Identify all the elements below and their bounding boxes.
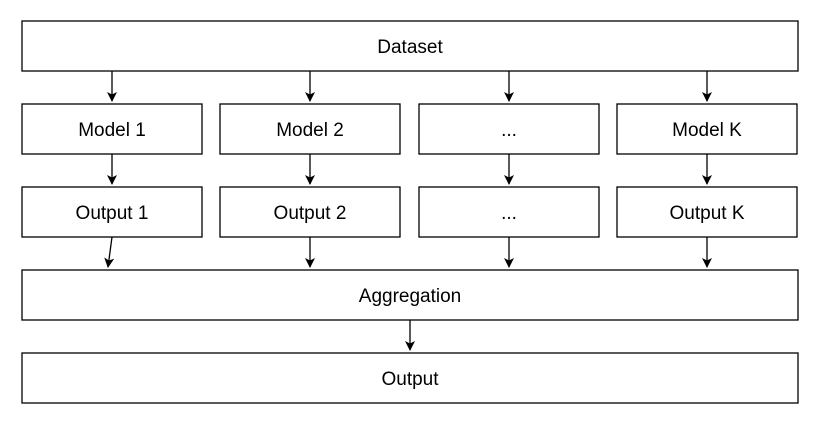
output-label-ellipsis: ... bbox=[501, 203, 517, 224]
model-node-ellipsis: ... bbox=[418, 103, 600, 155]
arrow-output-1-to-aggregation bbox=[104, 236, 115, 268]
aggregation-label: Aggregation bbox=[359, 286, 461, 307]
final-output-label: Output bbox=[381, 369, 439, 390]
dataset-node: Dataset bbox=[21, 20, 799, 72]
aggregation-node: Aggregation bbox=[21, 269, 799, 321]
model-node-2: Model 2 bbox=[219, 103, 401, 155]
output-label-1: Output 1 bbox=[76, 203, 149, 224]
output-node-2: Output 2 bbox=[219, 186, 401, 238]
model-label-2: Model 2 bbox=[276, 120, 344, 141]
output-label-k: Output K bbox=[670, 203, 745, 224]
model-label-ellipsis: ... bbox=[501, 120, 517, 141]
model-node-1: Model 1 bbox=[21, 103, 203, 155]
output-node-ellipsis: ... bbox=[418, 186, 600, 238]
output-label-2: Output 2 bbox=[274, 203, 347, 224]
dataset-label: Dataset bbox=[377, 37, 443, 58]
model-label-k: Model K bbox=[672, 120, 742, 141]
output-node-k: Output K bbox=[616, 186, 798, 238]
model-label-1: Model 1 bbox=[78, 120, 146, 141]
final-output-node: Output bbox=[21, 352, 799, 404]
model-node-k: Model K bbox=[616, 103, 798, 155]
output-node-1: Output 1 bbox=[21, 186, 203, 238]
